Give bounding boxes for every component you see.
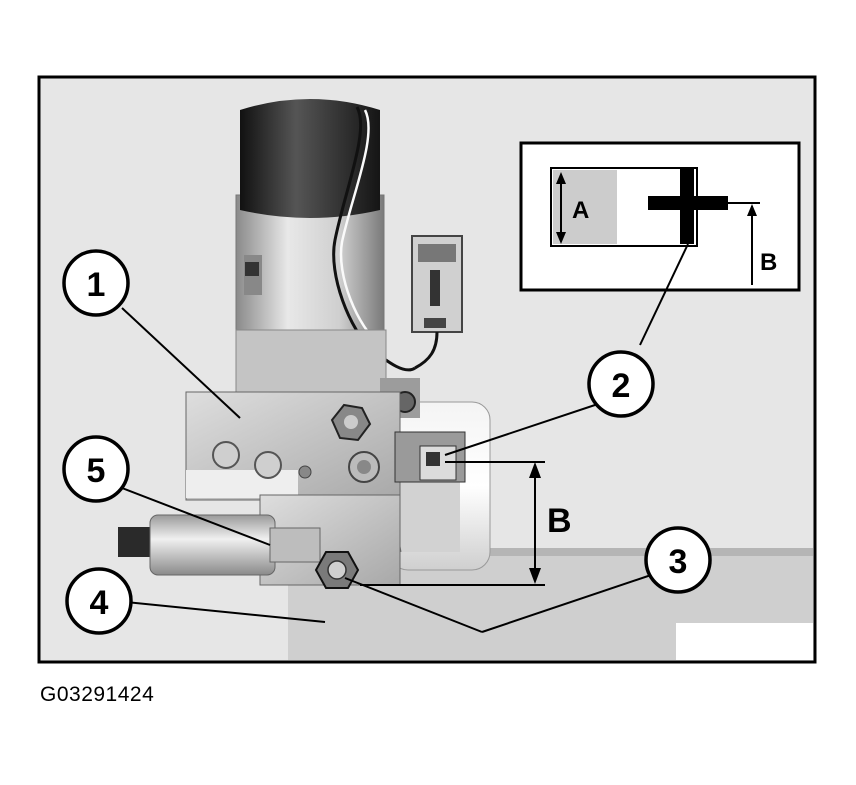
callout-3: 3 xyxy=(644,526,712,594)
level-mark-bracket xyxy=(394,431,545,483)
inset-detail: A B xyxy=(519,141,801,292)
svg-text:5: 5 xyxy=(87,452,106,490)
release-rod xyxy=(118,514,321,576)
callout-4: 4 xyxy=(65,567,133,635)
valve-block xyxy=(185,391,401,586)
callout-2: 2 xyxy=(587,350,655,418)
svg-text:2: 2 xyxy=(612,367,631,405)
dimension-b-label: B xyxy=(547,502,572,540)
electrical-connector xyxy=(411,235,463,370)
figure-id-label: G03291424 xyxy=(40,683,155,706)
svg-text:3: 3 xyxy=(669,543,688,581)
inset-dimension-b-label: B xyxy=(760,249,777,276)
pump-motor xyxy=(235,99,416,372)
dimension-b-marker: B xyxy=(529,462,572,584)
callout-5: 5 xyxy=(62,435,130,503)
callout-1: 1 xyxy=(62,249,130,317)
leader-lines xyxy=(121,243,689,633)
inset-dimension-a-label: A xyxy=(572,197,589,224)
svg-text:1: 1 xyxy=(87,266,106,304)
svg-text:4: 4 xyxy=(90,584,109,622)
reservoir-tank xyxy=(389,401,491,571)
